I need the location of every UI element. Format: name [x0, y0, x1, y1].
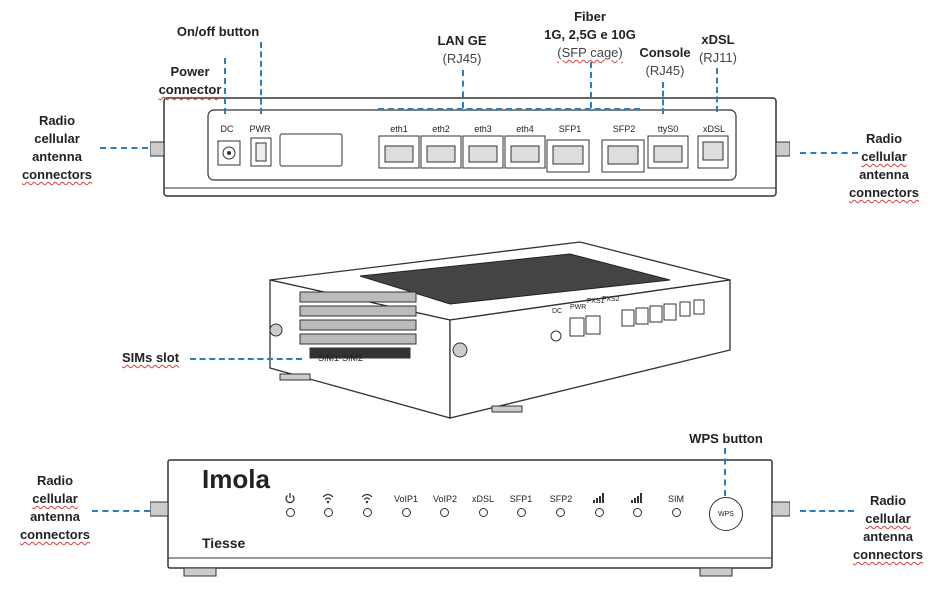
port-label-eth3: eth3 [474, 124, 492, 134]
lan-leader-v [462, 70, 464, 108]
led-label-voip1: VoIP1 [393, 494, 419, 504]
wps-button-label: WPS [718, 510, 734, 518]
port-label-eth2: eth2 [432, 124, 450, 134]
maker-logo: Tiesse [202, 535, 246, 551]
side-label-dc: DC [552, 308, 563, 315]
console-callout: Console(RJ45) [639, 45, 691, 78]
wps-button[interactable]: WPS [709, 497, 743, 531]
port-label-xdsl: xDSL [702, 124, 725, 134]
led-signal-2 [633, 508, 642, 517]
power-icon [285, 493, 295, 504]
led-power [286, 508, 295, 517]
port-label-eth4: eth4 [516, 124, 534, 134]
led-label-sim: SIM [667, 494, 684, 504]
back-panel-device [150, 97, 790, 197]
wps-callout: WPS button [689, 431, 763, 446]
port-label-dc: DC [220, 124, 234, 134]
side-label-fxs2: FXS2 [602, 296, 620, 303]
led-sim [672, 508, 681, 517]
fiber-leader [590, 62, 592, 108]
led-label-sfp1: SFP1 [509, 494, 533, 504]
sim-slot-label: SIM1-SIM2 [318, 353, 364, 363]
port-label-eth1: eth1 [390, 124, 408, 134]
radio-leader-top-left [100, 147, 148, 149]
led-label-sfp2: SFP2 [549, 494, 573, 504]
wps-leader [724, 448, 726, 496]
brand-logo: Imola [202, 464, 270, 494]
radio-leader-bottom-left [92, 510, 150, 512]
port-label-ttys0: ttyS0 [657, 124, 679, 134]
front-panel-device [150, 459, 790, 577]
led-xdsl [479, 508, 488, 517]
xdsl-callout: xDSL(RJ11) [698, 32, 738, 65]
wifi-2g-icon [322, 493, 334, 504]
led-sfp1 [517, 508, 526, 517]
wifi-5g-icon [361, 493, 373, 504]
led-voip2 [440, 508, 449, 517]
sims-slot-leader [190, 358, 302, 360]
led-label-xdsl: xDSL [471, 494, 494, 504]
port-label-pwr: PWR [249, 124, 271, 134]
led-label-voip2: VoIP2 [432, 494, 458, 504]
radio-leader-bottom-right [800, 510, 854, 512]
lan-callout: LAN GE(RJ45) [437, 33, 487, 66]
console-leader [662, 82, 664, 114]
xdsl-leader [716, 68, 718, 112]
radio-leader-top-right [800, 152, 858, 154]
port-label-sfp2: SFP2 [612, 124, 636, 134]
led-wifi-2g [324, 508, 333, 517]
ports-leader-h [378, 108, 640, 110]
led-sfp2 [556, 508, 565, 517]
isometric-device [269, 241, 731, 419]
signal-1-icon [593, 493, 604, 503]
power-leader [224, 58, 226, 114]
led-voip1 [402, 508, 411, 517]
side-label-fxs1: FXS1 [587, 298, 605, 305]
onoff-leader [260, 42, 262, 114]
side-label-pwr: PWR [570, 304, 587, 311]
sims-slot-callout: SIMs slot [122, 350, 180, 365]
led-wifi-5g [363, 508, 372, 517]
port-label-sfp1: SFP1 [558, 124, 582, 134]
signal-2-icon [631, 493, 642, 503]
led-signal-1 [595, 508, 604, 517]
onoff-callout: On/off button [176, 24, 260, 39]
